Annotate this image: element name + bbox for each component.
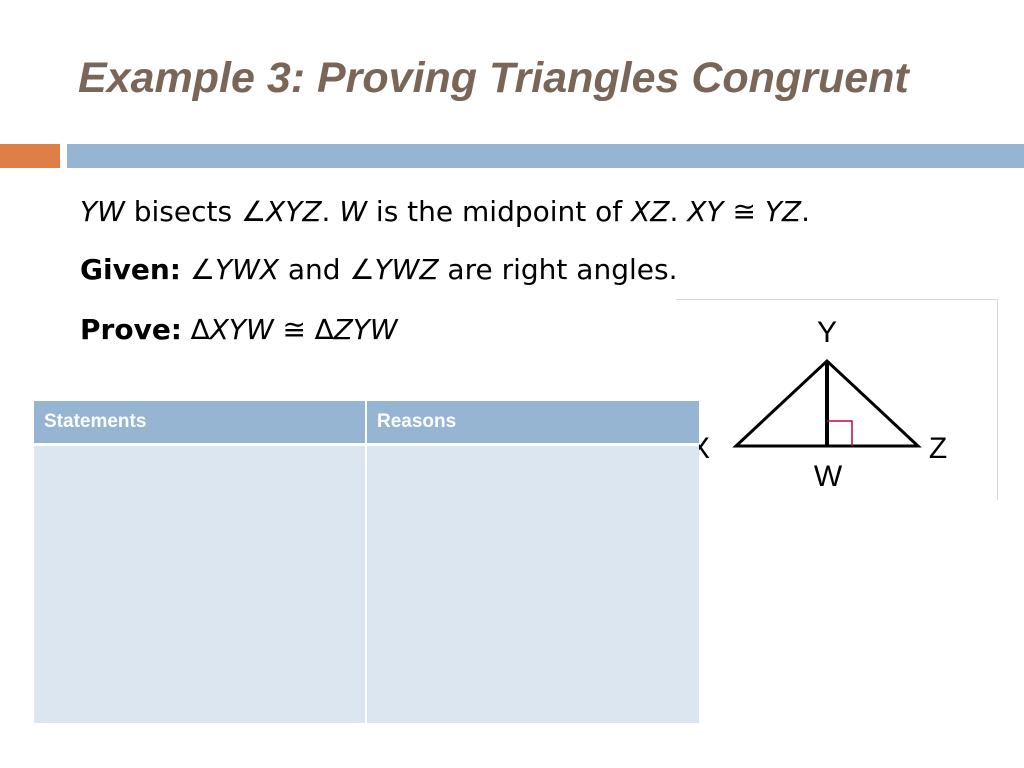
and-text: and — [278, 253, 350, 286]
angle-ywx: YWX — [214, 253, 279, 286]
vertex-label-y: Y — [817, 316, 837, 349]
congruent-symbol: ≅ — [723, 195, 765, 228]
triangle-symbol: ∆ — [314, 313, 334, 346]
triangle-zyw: ZYW — [333, 313, 398, 346]
statement-line: YW bisects ∠XYZ. W is the midpoint of XZ… — [80, 195, 810, 228]
prove-line: Prove: ∆XYW ≅ ∆ZYW — [80, 313, 398, 346]
segment-xy: XY — [687, 195, 724, 228]
segment-yw: YW — [80, 195, 125, 228]
bisects-text: bisects — [124, 195, 241, 228]
triangle-diagram: Y X Z W — [690, 316, 947, 493]
period: . — [669, 195, 688, 228]
given-line: Given: ∠YWX and ∠YWZ are right angles. — [80, 253, 677, 286]
segment-xz: XZ — [631, 195, 670, 228]
table-header-row: Statements Reasons — [34, 401, 699, 446]
prove-label: Prove: — [80, 313, 183, 346]
angle-symbol: ∠ — [180, 253, 215, 286]
accent-bar-blue — [67, 144, 1024, 168]
point-w: W — [339, 195, 368, 228]
statements-cell[interactable] — [34, 444, 367, 723]
vertex-label-z: Z — [929, 432, 947, 465]
triangle-figure: Y X Z W — [676, 299, 998, 500]
accent-bar-orange — [0, 144, 60, 168]
given-label: Given: — [80, 253, 181, 286]
midpoint-text: is the midpoint of — [367, 195, 632, 228]
triangle-symbol: ∆ — [182, 313, 210, 346]
right-angle-mark — [827, 420, 853, 446]
right-angles-text: are right angles. — [438, 253, 678, 286]
statements-header: Statements — [34, 401, 367, 446]
vertex-label-w: W — [814, 460, 843, 493]
angle-symbol: ∠ — [240, 195, 267, 228]
segment-yz: YZ — [764, 195, 802, 228]
slide-title: Example 3: Proving Triangles Congruent — [78, 54, 909, 102]
reasons-cell[interactable] — [366, 444, 699, 723]
reasons-header: Reasons — [366, 401, 699, 446]
angle-xyz: XYZ — [266, 195, 322, 228]
congruent-symbol: ≅ — [273, 313, 315, 346]
period: . — [321, 195, 340, 228]
angle-symbol: ∠ — [349, 253, 375, 286]
angle-ywz: YWZ — [374, 253, 439, 286]
period: . — [801, 195, 811, 228]
table-row — [34, 444, 699, 723]
proof-table: Statements Reasons — [34, 401, 699, 723]
triangle-xyw: XYW — [209, 313, 274, 346]
